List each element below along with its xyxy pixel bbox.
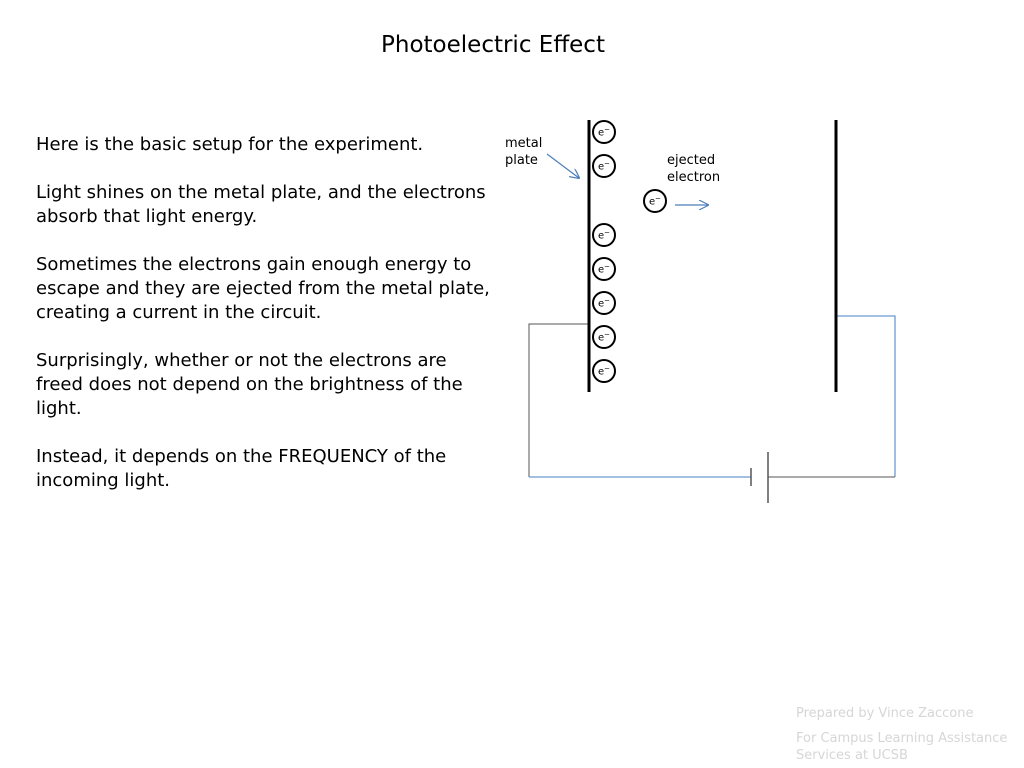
- electron: e−: [592, 291, 616, 315]
- electron: e−: [592, 257, 616, 281]
- svg-text:e−: e−: [598, 229, 610, 242]
- metal-plate-label: metal plate: [505, 136, 546, 168]
- circuit-wires: [528, 315, 896, 478]
- explanation-text: Here is the basic setup for the experime…: [36, 133, 496, 517]
- electron: e−: [592, 325, 616, 349]
- wire-left-top: [528, 323, 589, 477]
- page-title: Photoelectric Effect: [381, 32, 605, 58]
- electron: e−: [592, 223, 616, 247]
- paragraph-setup: Here is the basic setup for the experime…: [36, 134, 424, 155]
- svg-text:e−: e−: [598, 263, 610, 276]
- svg-text:e−: e−: [598, 297, 610, 310]
- ejected-electron: e−: [643, 189, 667, 213]
- paragraph-light: Light shines on the metal plate, and the…: [36, 182, 486, 227]
- svg-text:e−: e−: [598, 365, 610, 378]
- paragraph-ejection: Sometimes the electrons gain enough ener…: [36, 254, 490, 323]
- plate-electrons: e− e− e− e− e− e− e−: [592, 120, 616, 383]
- credit-organization: For Campus Learning Assistance Services …: [796, 731, 1008, 763]
- electron: e−: [592, 154, 616, 178]
- svg-text:e−: e−: [598, 126, 610, 139]
- electron: e−: [592, 120, 616, 144]
- ejected-electron-label: ejected electron: [667, 153, 720, 185]
- paragraph-frequency: Instead, it depends on the FREQUENCY of …: [36, 446, 447, 491]
- svg-text:e−: e−: [598, 160, 610, 173]
- svg-text:e−: e−: [649, 195, 661, 208]
- electron: e−: [592, 359, 616, 383]
- svg-text:e−: e−: [598, 331, 610, 344]
- wire-right-top: [836, 315, 896, 477]
- paragraph-brightness: Surprisingly, whether or not the electro…: [36, 350, 463, 419]
- battery: [750, 452, 769, 503]
- credit-author: Prepared by Vince Zaccone: [796, 706, 974, 721]
- metal-plate-pointer-arrow: [546, 153, 579, 178]
